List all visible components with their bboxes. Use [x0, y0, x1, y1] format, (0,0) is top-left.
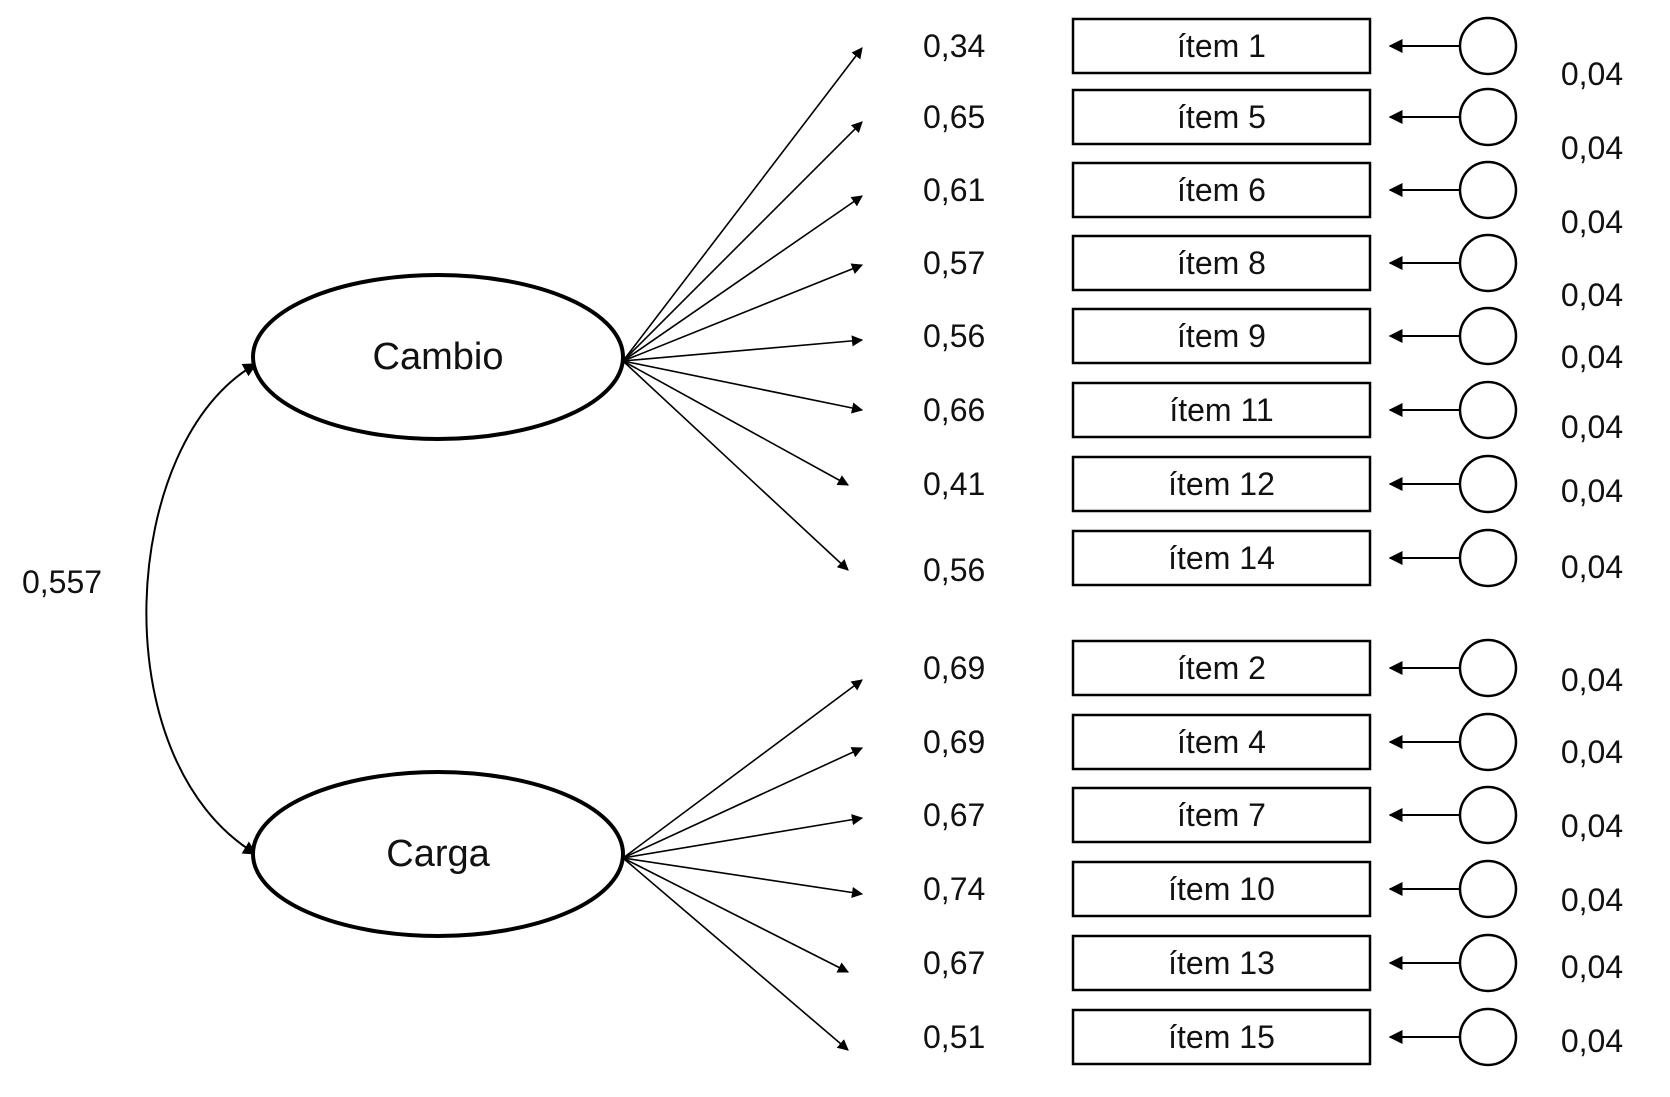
correlation-value: 0,557: [22, 564, 102, 600]
item-label: ítem 11: [1169, 392, 1273, 428]
item-label: ítem 6: [1177, 172, 1266, 208]
loading-value: 0,69: [923, 724, 985, 760]
item-label: ítem 4: [1177, 724, 1266, 760]
error-value: 0,04: [1561, 473, 1623, 509]
item-box: [1071, 1008, 1372, 1066]
error-circle: [1458, 528, 1518, 588]
loading-value: 0,65: [923, 99, 985, 135]
item-box: [1071, 234, 1372, 292]
item-label: ítem 1: [1177, 28, 1266, 64]
item-label: ítem 2: [1177, 650, 1266, 686]
loading-value: 0,74: [923, 871, 985, 907]
error-value: 0,04: [1561, 204, 1623, 240]
item-box: [1071, 934, 1372, 992]
error-value: 0,04: [1561, 882, 1623, 918]
item-box: [1071, 455, 1372, 513]
error-value: 0,04: [1561, 409, 1623, 445]
loading-arrow: [622, 335, 864, 362]
item-label: ítem 14: [1168, 540, 1275, 576]
item-box: [1071, 88, 1372, 146]
loading-value: 0,51: [923, 1019, 985, 1055]
loading-arrow: [622, 857, 864, 899]
error-value: 0,04: [1561, 339, 1623, 375]
loading-value: 0,41: [923, 466, 985, 502]
item-box: [1071, 786, 1372, 844]
item-label: ítem 7: [1177, 797, 1266, 833]
loading-value: 0,67: [923, 945, 985, 981]
item-label: ítem 9: [1177, 318, 1266, 354]
item-box: [1071, 17, 1372, 75]
item-label: ítem 15: [1168, 1019, 1275, 1055]
item-label: ítem 5: [1177, 99, 1266, 135]
loading-value: 0,34: [923, 28, 985, 64]
error-circle: [1458, 1007, 1518, 1067]
error-circle: [1458, 87, 1518, 147]
item-box: [1071, 639, 1372, 697]
loading-arrow: [622, 263, 864, 362]
loading-arrow: [622, 360, 849, 486]
error-value: 0,04: [1561, 549, 1623, 585]
loading-arrow: [622, 679, 863, 859]
correlation-arrow: [145, 363, 258, 855]
loading-arrow: [622, 857, 849, 1051]
item-label: ítem 13: [1168, 945, 1275, 981]
error-circle: [1458, 785, 1518, 845]
loading-arrow: [622, 195, 863, 362]
error-circle: [1458, 380, 1518, 440]
loading-value: 0,56: [923, 552, 985, 588]
item-label: ítem 10: [1168, 871, 1275, 907]
factor-label: Cambio: [373, 336, 504, 378]
error-circle: [1458, 233, 1518, 293]
item-box: [1071, 161, 1372, 219]
item-box: [1071, 713, 1372, 771]
error-circle: [1458, 454, 1518, 514]
item-box: [1071, 860, 1372, 918]
error-value: 0,04: [1561, 277, 1623, 313]
error-value: 0,04: [1561, 56, 1623, 92]
loading-arrow: [622, 814, 864, 859]
error-value: 0,04: [1561, 662, 1623, 698]
error-value: 0,04: [1561, 1023, 1623, 1059]
error-circle: [1458, 16, 1518, 76]
error-circle: [1458, 306, 1518, 366]
loading-value: 0,56: [923, 318, 985, 354]
loading-arrow: [622, 121, 863, 362]
error-circle: [1458, 859, 1518, 919]
loading-value: 0,57: [923, 245, 985, 281]
loading-value: 0,66: [923, 392, 985, 428]
item-box: [1071, 381, 1372, 439]
loading-arrow: [622, 857, 849, 973]
loading-arrow: [622, 360, 864, 414]
loading-value: 0,67: [923, 797, 985, 833]
error-circle: [1458, 160, 1518, 220]
error-value: 0,04: [1561, 734, 1623, 770]
factor-ellipse: [251, 273, 625, 441]
error-value: 0,04: [1561, 130, 1623, 166]
factor-label: Carga: [386, 833, 490, 875]
error-circle: [1458, 712, 1518, 772]
item-box: [1071, 529, 1372, 587]
error-circle: [1458, 933, 1518, 993]
item-box: [1071, 307, 1372, 365]
loading-arrow: [622, 360, 849, 571]
error-value: 0,04: [1561, 808, 1623, 844]
error-value: 0,04: [1561, 949, 1623, 985]
loading-value: 0,61: [923, 172, 985, 208]
factor-ellipse: [251, 770, 625, 938]
loading-value: 0,69: [923, 650, 985, 686]
item-label: ítem 12: [1168, 466, 1275, 502]
item-label: ítem 8: [1177, 245, 1266, 281]
loading-arrow: [622, 47, 863, 362]
error-circle: [1458, 638, 1518, 698]
loading-arrow: [622, 747, 864, 859]
